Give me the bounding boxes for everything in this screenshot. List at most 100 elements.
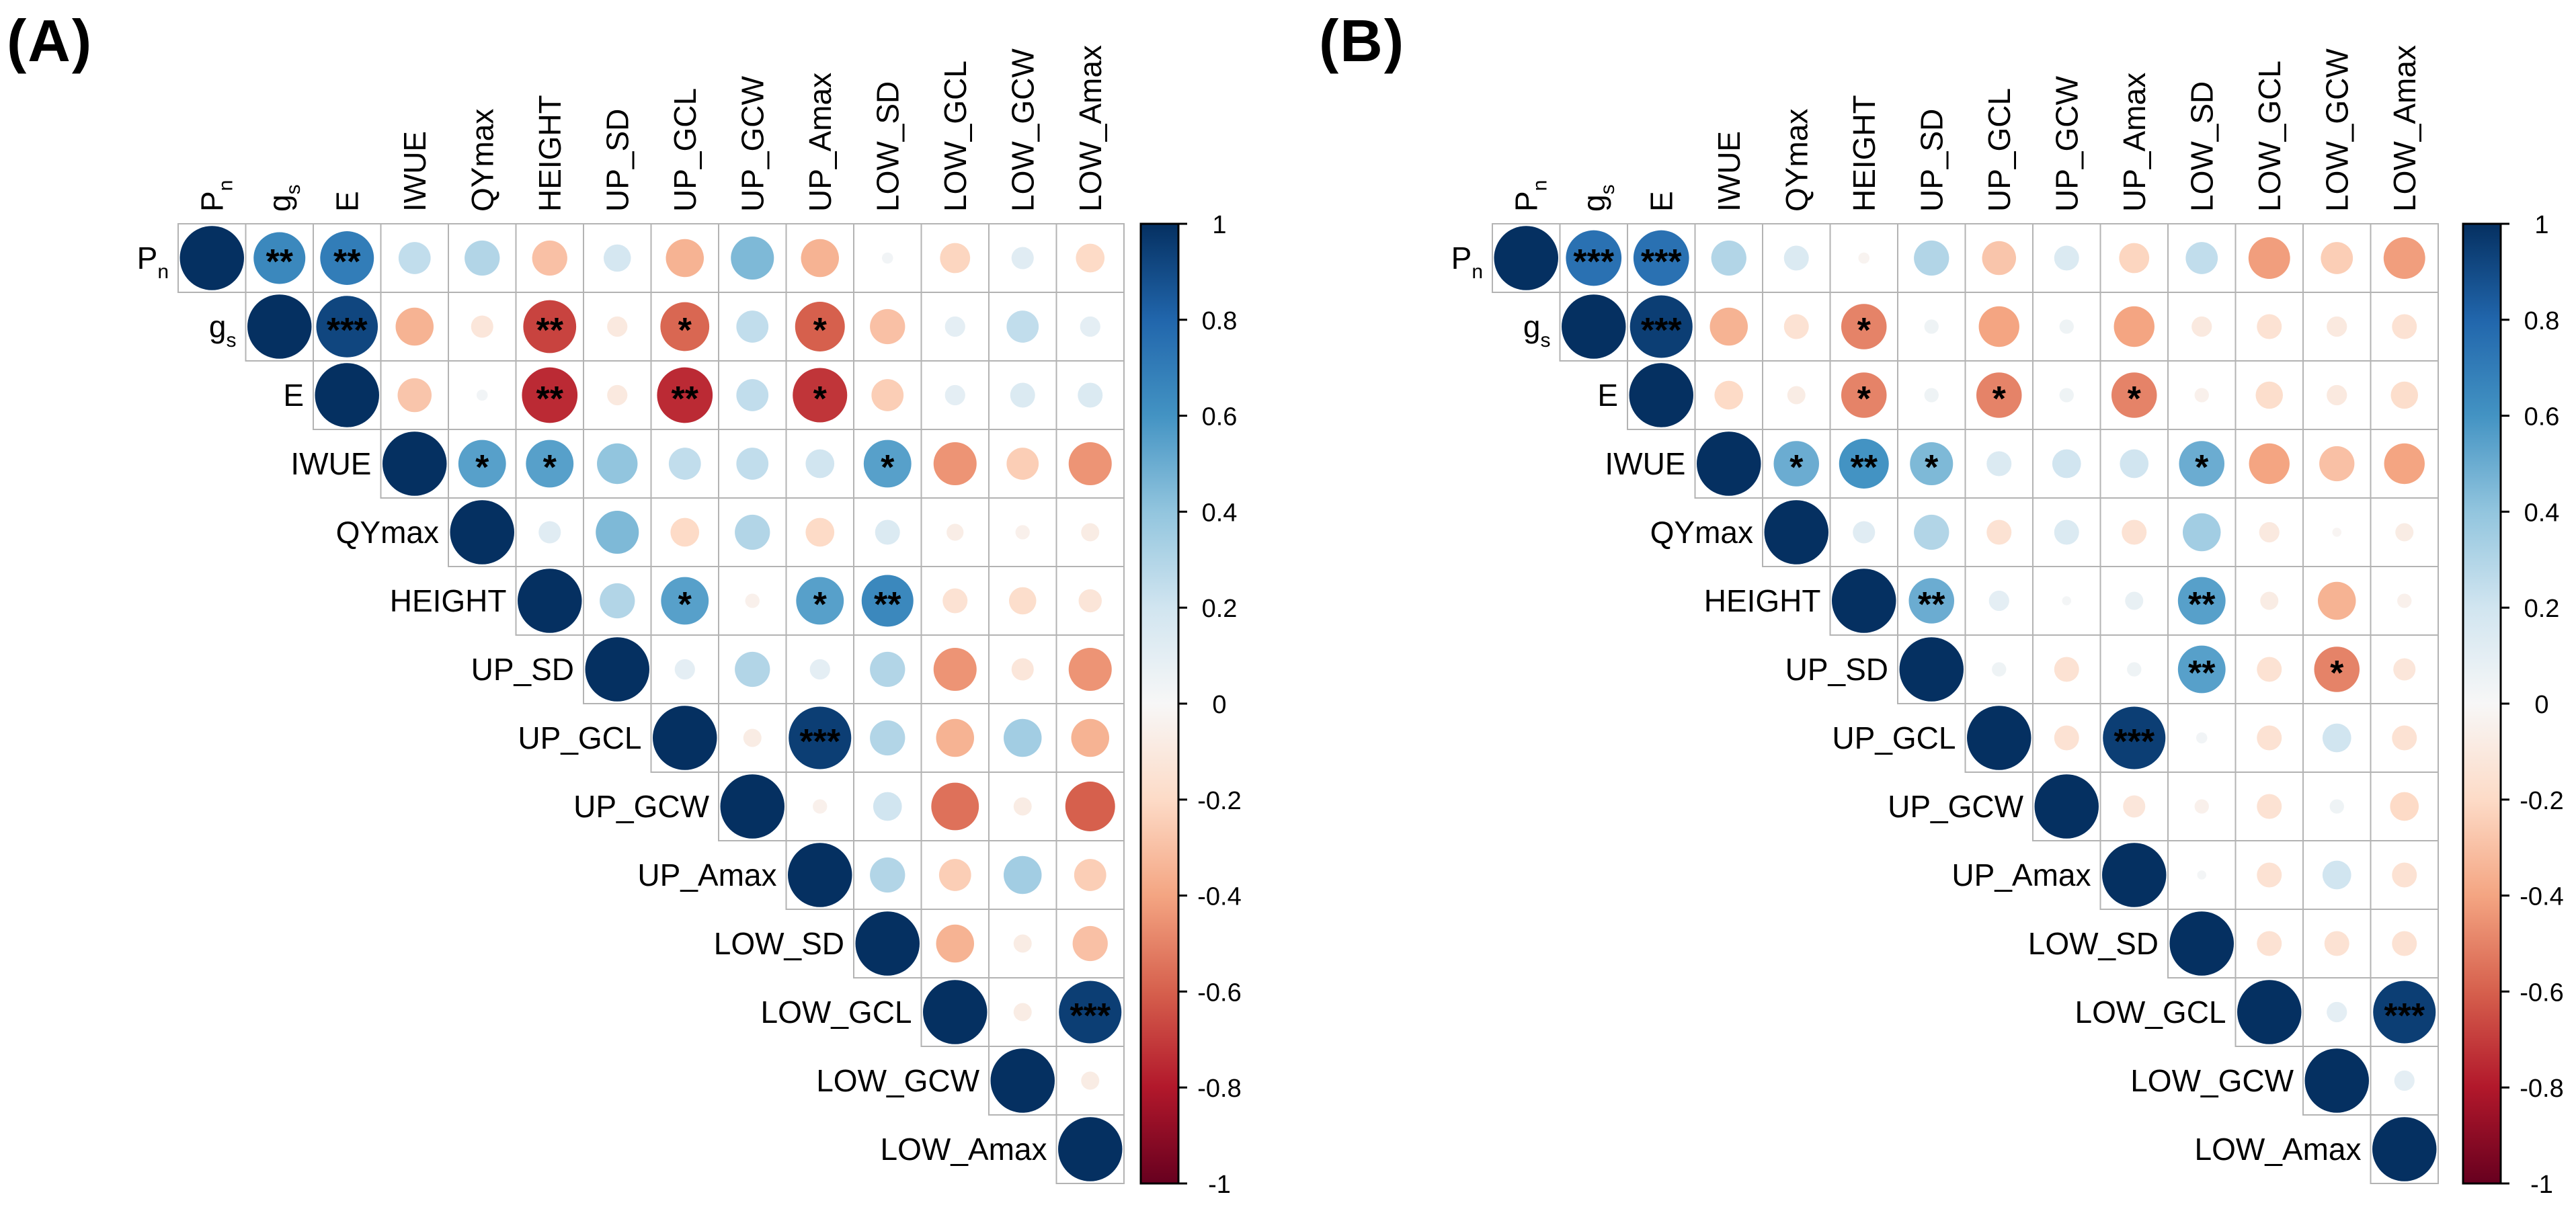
row-label-UP_GCW: UP_GCW <box>1888 789 2023 824</box>
corr-circle-A-Pn-Pn <box>179 226 244 290</box>
corr-circle-B-UP_SD-UP_Amax <box>2127 662 2142 677</box>
corr-circle-B-HEIGHT-UP_GCW <box>2062 596 2072 606</box>
corr-circle-A-gs-E <box>316 296 378 358</box>
corr-circle-B-UP_GCL-LOW_GCW <box>2322 723 2351 753</box>
corr-circle-A-HEIGHT-LOW_GCL <box>942 588 968 614</box>
corr-circle-A-UP_GCL-UP_Amax <box>789 706 852 769</box>
colorbar-tick-label: 1 <box>2534 211 2548 239</box>
corr-circle-B-Pn-LOW_Amax <box>2383 237 2425 279</box>
corr-circle-B-UP_GCW-LOW_GCW <box>2329 799 2344 814</box>
colorbar-tick-label: -0.2 <box>2520 787 2563 815</box>
corr-circle-A-IWUE-LOW_GCW <box>1006 448 1039 480</box>
significance-stars: *** <box>799 722 840 761</box>
colorbar-tick-label: 0.8 <box>1202 307 1238 335</box>
corr-circle-B-IWUE-UP_SD <box>1910 442 1954 486</box>
col-label-LOW_Amax: LOW_Amax <box>2387 45 2422 212</box>
row-label-UP_SD: UP_SD <box>471 652 574 687</box>
col-label-gs: gs <box>262 184 305 212</box>
corr-circle-B-LOW_GCL-LOW_Amax <box>2373 981 2436 1044</box>
col-label-UP_SD: UP_SD <box>1914 109 1949 212</box>
significance-stars: *** <box>1070 997 1111 1036</box>
colorbar-tick-label: -0.8 <box>1197 1075 1241 1103</box>
corr-circle-B-IWUE-UP_GCW <box>2052 449 2081 478</box>
corr-circle-A-LOW_SD-LOW_GCL <box>936 924 974 963</box>
corr-circle-B-UP_SD-UP_SD <box>1899 637 1964 702</box>
corr-circle-B-QYmax-QYmax <box>1764 500 1828 565</box>
row-label-HEIGHT: HEIGHT <box>390 583 507 618</box>
significance-stars: * <box>1993 380 2007 419</box>
corr-circle-A-HEIGHT-LOW_GCW <box>1008 587 1037 615</box>
corr-circle-A-UP_SD-LOW_GCL <box>933 647 977 692</box>
row-label-LOW_SD: LOW_SD <box>2028 926 2159 961</box>
col-label-UP_Amax: UP_Amax <box>803 73 838 212</box>
corr-circle-B-gs-gs <box>1562 294 1626 359</box>
row-label-LOW_GCW: LOW_GCW <box>816 1063 979 1098</box>
corr-circle-B-UP_Amax-LOW_SD <box>2197 870 2207 880</box>
corr-circle-A-UP_SD-UP_SD <box>585 637 649 702</box>
corr-circle-A-QYmax-QYmax <box>450 500 514 565</box>
corr-circle-B-IWUE-QYmax <box>1773 441 1820 487</box>
corr-circle-B-gs-LOW_SD <box>2191 316 2212 337</box>
corr-circle-B-gs-LOW_Amax <box>2392 314 2417 339</box>
corr-circle-A-QYmax-LOW_GCW <box>1015 525 1030 540</box>
row-label-UP_GCW: UP_GCW <box>573 789 709 824</box>
corr-cell-A-gs-LOW_SD <box>853 292 922 362</box>
corr-circle-A-Pn-UP_SD <box>603 244 631 272</box>
corr-circle-B-LOW_Amax-LOW_Amax <box>2372 1117 2437 1181</box>
col-label-QYmax: QYmax <box>465 109 499 212</box>
corr-circle-A-IWUE-IWUE <box>383 431 447 496</box>
corr-circle-A-QYmax-UP_Amax <box>805 517 835 547</box>
significance-stars: *** <box>1641 243 1682 282</box>
corr-circle-B-Pn-gs <box>1566 230 1622 286</box>
corr-circle-B-QYmax-UP_SD <box>1914 514 1949 550</box>
corr-circle-A-E-LOW_GCW <box>1010 382 1035 408</box>
corr-circle-B-gs-HEIGHT <box>1841 304 1887 349</box>
colorbar-tick-label: -0.6 <box>2520 978 2563 1007</box>
row-label-LOW_Amax: LOW_Amax <box>881 1132 1047 1167</box>
corr-circle-B-HEIGHT-LOW_Amax <box>2397 593 2412 608</box>
corr-circle-B-gs-UP_GCL <box>1978 306 2019 347</box>
col-label-HEIGHT: HEIGHT <box>532 95 567 212</box>
corr-circle-B-gs-QYmax <box>1783 314 1809 339</box>
col-label-UP_SD: UP_SD <box>600 109 635 212</box>
corr-circle-B-LOW_GCW-LOW_GCW <box>2304 1048 2369 1113</box>
col-label-Pn: Pn <box>194 180 237 212</box>
corr-circle-A-Pn-LOW_SD <box>881 252 893 264</box>
corr-circle-A-HEIGHT-LOW_Amax <box>1078 589 1102 613</box>
col-label-UP_GCL: UP_GCL <box>1982 88 2017 212</box>
row-label-E: E <box>283 378 304 413</box>
corr-circle-A-Pn-UP_Amax <box>801 239 839 278</box>
corr-circle-A-Pn-E <box>320 231 374 285</box>
row-label-E: E <box>1597 378 1618 413</box>
corr-circle-B-E-IWUE <box>1714 380 1744 410</box>
corr-circle-A-E-HEIGHT <box>522 367 578 423</box>
corr-circle-B-Pn-UP_GCW <box>2054 245 2079 271</box>
corr-circle-A-UP_SD-LOW_GCW <box>1011 658 1034 681</box>
colorbar-tick-label: -0.4 <box>2520 883 2563 911</box>
corr-circle-A-HEIGHT-UP_GCW <box>745 593 760 608</box>
corr-circle-A-gs-LOW_SD <box>870 308 905 345</box>
corr-circle-A-LOW_Amax-LOW_Amax <box>1058 1117 1123 1181</box>
corr-circle-A-Pn-LOW_GCW <box>1011 247 1034 269</box>
corr-circle-A-UP_GCW-LOW_SD <box>873 792 902 821</box>
corr-circle-A-Pn-LOW_GCL <box>940 243 971 274</box>
corr-circle-B-UP_SD-LOW_SD <box>2177 645 2226 694</box>
row-label-IWUE: IWUE <box>290 446 371 481</box>
corr-circle-B-E-UP_GCW <box>2059 388 2074 403</box>
corr-circle-A-UP_SD-LOW_Amax <box>1068 647 1112 692</box>
colorbar-A <box>1139 222 1180 1185</box>
corr-circle-B-LOW_SD-LOW_GCL <box>2257 931 2282 956</box>
corr-circle-B-IWUE-HEIGHT <box>1839 439 1889 489</box>
significance-stars: ** <box>1851 448 1878 487</box>
corr-circle-B-E-HEIGHT <box>1841 372 1887 418</box>
corr-circle-B-UP_GCL-UP_GCL <box>1967 706 2031 770</box>
significance-stars: * <box>1857 311 1871 350</box>
corr-circle-A-E-UP_Amax <box>793 368 848 423</box>
corr-circle-B-IWUE-UP_GCL <box>1986 451 2012 476</box>
corr-circle-B-LOW_SD-LOW_SD <box>2169 911 2234 976</box>
corr-circle-A-UP_GCW-LOW_Amax <box>1065 782 1115 831</box>
corr-circle-A-gs-QYmax <box>471 315 493 338</box>
corr-circle-A-E-UP_GCW <box>736 379 769 411</box>
corr-circle-B-LOW_SD-LOW_GCW <box>2324 931 2349 956</box>
colorbar-tick-label: 1 <box>1212 211 1226 239</box>
